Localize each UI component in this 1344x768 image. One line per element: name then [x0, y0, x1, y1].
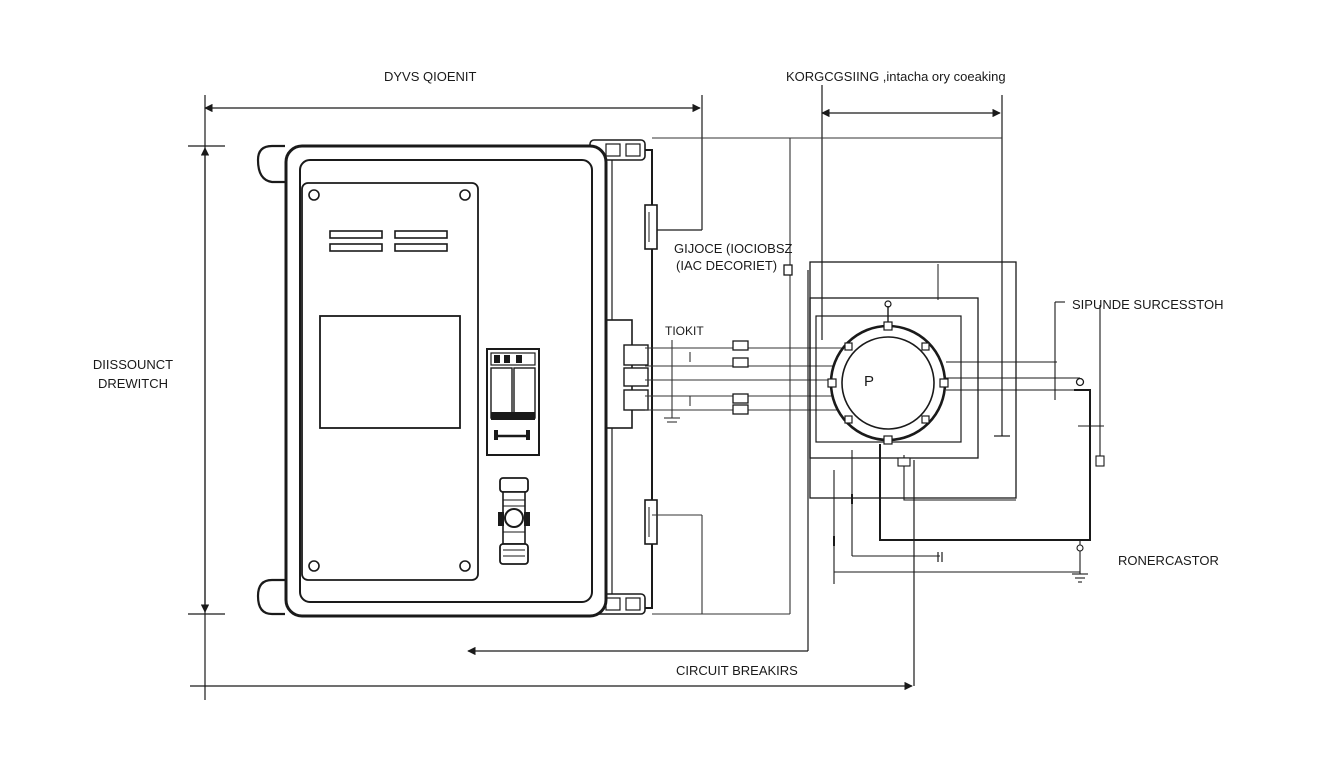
mid-label-line2: (IAC DECORIET) [676, 258, 778, 273]
cable-gland [498, 477, 530, 565]
enclosure [256, 139, 658, 618]
right-bottom-label: RONERCASTOR [1118, 553, 1219, 568]
wiring [645, 137, 1002, 615]
small-mid-label: TIOKIT [665, 324, 704, 338]
top-left-dimension-label: DYVS QIOENIT [384, 69, 477, 84]
breaker-unit [486, 348, 540, 456]
right-top-label: SIPUNDE SURCESSTOH [1072, 297, 1224, 312]
terminals [732, 264, 793, 415]
mid-label-line1: GIJOCE (IOCIOBSZ [674, 241, 793, 256]
bottom-dimension-label: CIRCUIT BREAKIRS [676, 663, 798, 678]
left-side-label-line1: DIISSOUNCT [92, 357, 174, 372]
motor-letter: P [864, 373, 874, 390]
top-right-dimension-label: KORGCGSIING ,intacha ory coeaking [786, 69, 1006, 84]
motor-unit [809, 261, 1105, 584]
left-side-label-line2: DREWITCH [97, 376, 169, 391]
